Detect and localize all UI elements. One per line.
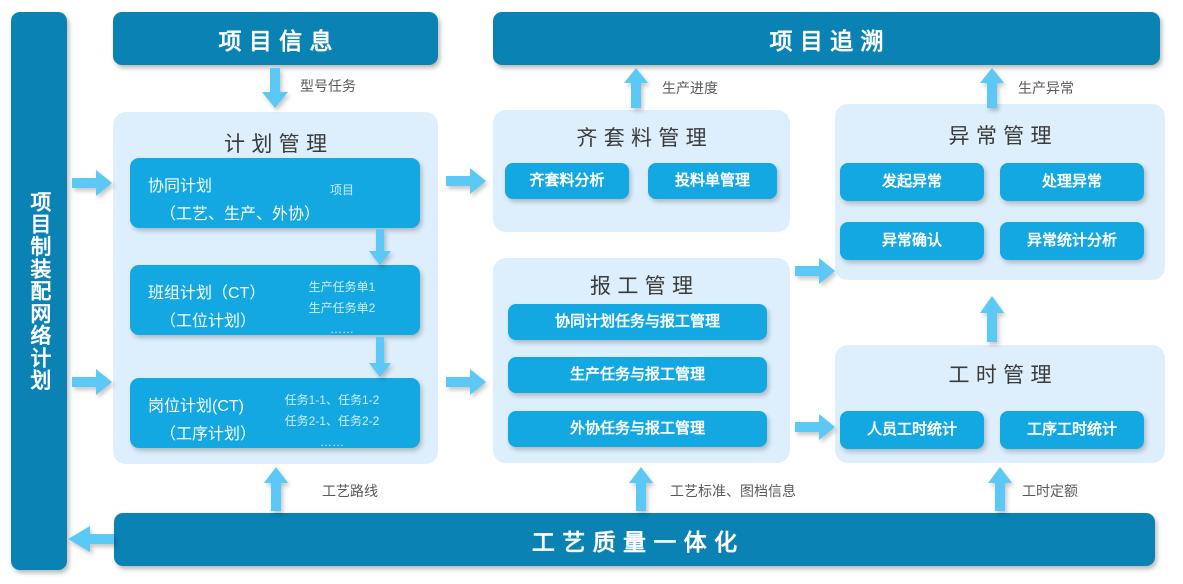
arrow-up-workhour-to-exception	[980, 296, 1004, 342]
card-collaborative-plan-aside: 项目	[282, 180, 402, 201]
top-bar-project-info-label: 项目信息	[218, 27, 340, 54]
item-exception-statistics[interactable]: 异常统计分析	[1000, 222, 1144, 260]
item-feeding-order-management-label: 投料单管理	[674, 171, 750, 189]
card-collaborative-plan-line2: （工艺、生产、外协）	[160, 206, 321, 223]
aside-line: 任务1-1、任务1-2	[284, 393, 380, 407]
arrow-left-to-vertical-bar	[68, 526, 114, 552]
item-production-task-report-label: 生产任务与报工管理	[569, 365, 705, 383]
aside-line: 项目	[329, 183, 354, 197]
item-kitting-analysis-label: 齐套料分析	[529, 171, 605, 189]
card-team-plan-aside: 生产任务单1 生产任务单2 ……	[282, 277, 402, 340]
bottom-bar-process-quality[interactable]: 工艺质量一体化	[114, 513, 1155, 566]
card-station-plan-line1: 岗位计划(CT)	[148, 398, 244, 415]
item-handle-exception[interactable]: 处理异常	[1000, 163, 1144, 201]
item-handle-exception-label: 处理异常	[1041, 172, 1102, 190]
item-process-work-hour-label: 工序工时统计	[1026, 420, 1117, 438]
top-bar-project-info[interactable]: 项目信息	[113, 12, 438, 65]
arrow-up-work-hour-quota	[988, 467, 1012, 511]
item-personnel-work-hour[interactable]: 人员工时统计	[840, 411, 984, 449]
label-model-task: 型号任务	[300, 78, 356, 94]
item-kitting-analysis[interactable]: 齐套料分析	[505, 163, 629, 199]
top-bar-project-trace-label: 项目追溯	[769, 27, 891, 54]
aside-line: ……	[320, 435, 344, 449]
label-process-route: 工艺路线	[322, 483, 378, 499]
arrow-right-to-station-plan	[72, 369, 112, 395]
item-outsourcing-task-report[interactable]: 外协任务与报工管理	[508, 411, 767, 447]
top-bar-project-trace[interactable]: 项目追溯	[493, 12, 1160, 65]
item-raise-exception-label: 发起异常	[881, 172, 942, 190]
item-feeding-order-management[interactable]: 投料单管理	[648, 163, 777, 199]
arrow-up-process-route	[264, 467, 288, 511]
arrow-right-plan-to-report	[446, 369, 486, 395]
label-process-standard: 工艺标准、图档信息	[670, 483, 796, 499]
arrow-right-report-to-workhour	[795, 414, 835, 440]
bottom-bar-process-quality-label: 工艺质量一体化	[531, 528, 745, 555]
card-collaborative-plan-line1: 协同计划	[148, 178, 213, 195]
panel-exception-management-title: 异常管理	[948, 124, 1058, 148]
aside-line: 生产任务单1	[308, 280, 376, 294]
item-process-work-hour[interactable]: 工序工时统计	[1000, 411, 1144, 449]
arrow-down-team-to-station	[369, 337, 391, 377]
panel-material-kitting-title: 齐套料管理	[576, 126, 713, 150]
arrow-up-production-exception	[980, 68, 1004, 108]
panel-plan-management-title: 计划管理	[224, 132, 334, 156]
arrow-up-production-progress	[624, 68, 648, 108]
arrow-down-model-task	[262, 68, 288, 108]
item-raise-exception[interactable]: 发起异常	[840, 163, 984, 201]
label-production-progress: 生产进度	[662, 80, 718, 96]
item-exception-statistics-label: 异常统计分析	[1026, 231, 1117, 249]
card-station-plan[interactable]: 岗位计划(CT) （工序计划） 任务1-1、任务1-2 任务2-1、任务2-2 …	[130, 378, 420, 449]
arrow-down-collab-to-team	[369, 229, 391, 265]
card-team-plan-line2: （工位计划）	[160, 313, 257, 330]
panel-work-report-title: 报工管理	[590, 274, 700, 298]
item-confirm-exception-label: 异常确认	[881, 231, 942, 249]
item-outsourcing-task-report-label: 外协任务与报工管理	[569, 419, 705, 437]
arrow-right-to-collab-plan	[72, 170, 112, 196]
aside-line: ……	[330, 322, 354, 336]
aside-line: 任务2-1、任务2-2	[284, 414, 380, 428]
item-collab-plan-task-report-label: 协同计划任务与报工管理	[554, 312, 720, 330]
panel-work-hour-management-title: 工时管理	[948, 363, 1058, 387]
item-confirm-exception[interactable]: 异常确认	[840, 222, 984, 260]
item-collab-plan-task-report[interactable]: 协同计划任务与报工管理	[508, 304, 767, 340]
card-team-plan-line1: 班组计划（CT）	[148, 285, 266, 302]
label-production-exception: 生产异常	[1018, 80, 1074, 96]
card-station-plan-aside: 任务1-1、任务1-2 任务2-1、任务2-2 ……	[262, 390, 402, 453]
aside-line: 生产任务单2	[308, 301, 376, 315]
left-vertical-bar-label: 项目制装配网络计划	[27, 190, 51, 392]
arrow-up-process-standard	[629, 467, 653, 511]
card-collaborative-plan[interactable]: 协同计划 （工艺、生产、外协） 项目	[130, 158, 420, 228]
card-station-plan-line2: （工序计划）	[160, 426, 257, 443]
card-team-plan[interactable]: 班组计划（CT） （工位计划） 生产任务单1 生产任务单2 ……	[130, 265, 420, 336]
arrow-right-plan-to-kitting	[446, 168, 486, 194]
item-production-task-report[interactable]: 生产任务与报工管理	[508, 357, 767, 393]
item-personnel-work-hour-label: 人员工时统计	[866, 420, 957, 438]
arrow-right-report-to-exception	[795, 258, 835, 284]
label-work-hour-quota: 工时定额	[1022, 483, 1078, 499]
left-vertical-bar[interactable]: 项目制装配网络计划	[11, 12, 67, 570]
